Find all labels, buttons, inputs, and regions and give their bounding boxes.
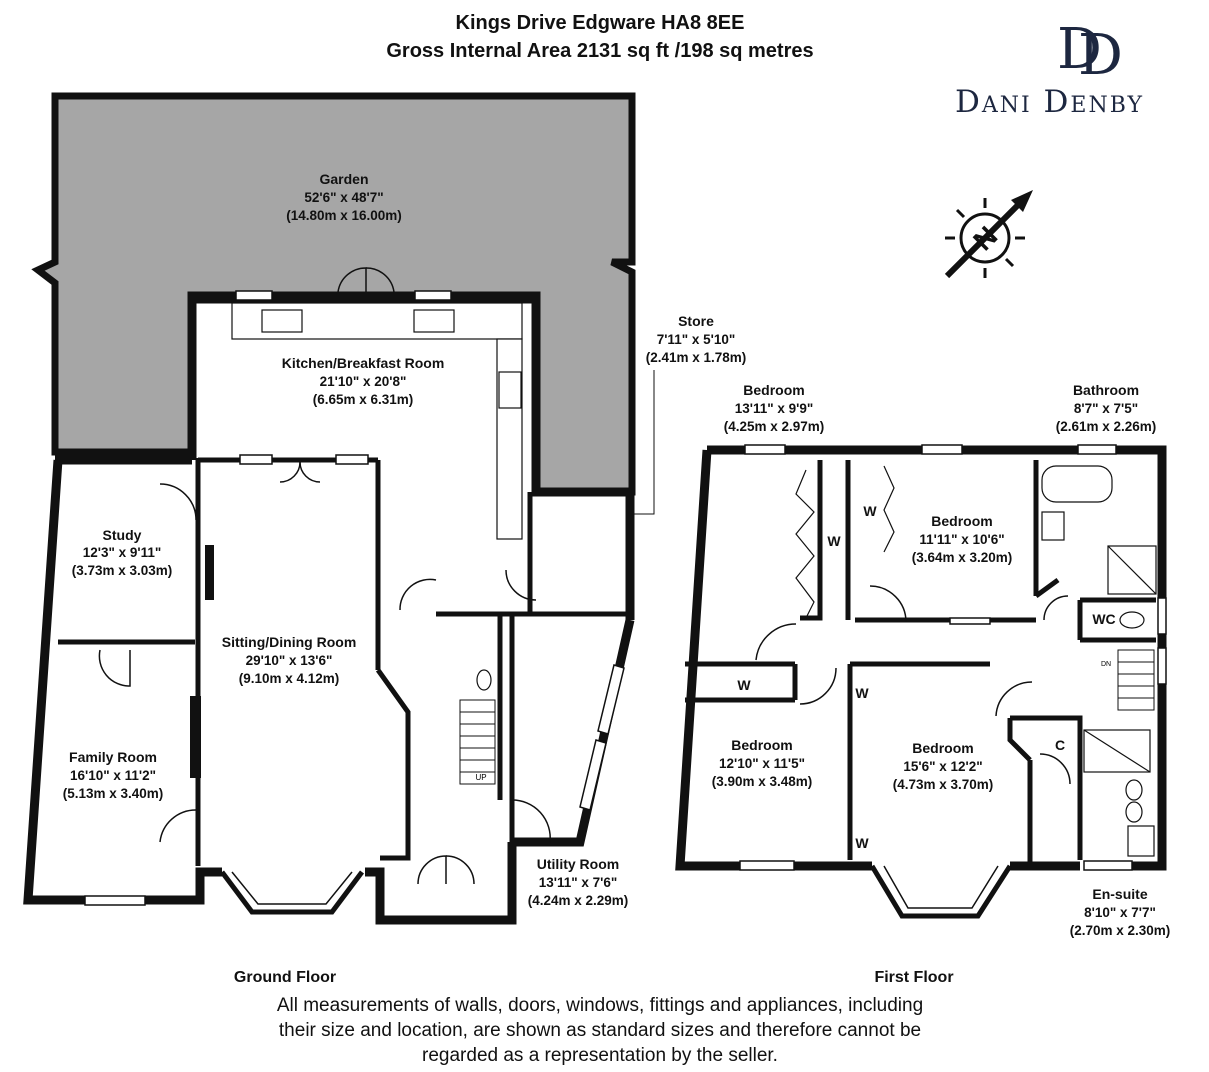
bedroom-4-label: Bedroom 15'6" x 12'2" (4.73m x 3.70m) — [893, 740, 994, 792]
family-room-label: Family Room 16'10" x 11'2" (5.13m x 3.40… — [63, 749, 164, 801]
svg-text:Bedroom: Bedroom — [931, 513, 992, 529]
svg-text:(5.13m x 3.40m): (5.13m x 3.40m) — [63, 786, 164, 801]
svg-text:Study: Study — [103, 527, 142, 543]
compass-rose: N — [944, 190, 1033, 279]
study-label: Study 12'3" x 9'11" (3.73m x 3.03m) — [72, 527, 173, 578]
first-floor-stairs — [1117, 649, 1155, 711]
logo-monogram-first: D — [1057, 17, 1102, 82]
svg-text:(14.80m x 16.00m): (14.80m x 16.00m) — [286, 208, 402, 223]
disclaimer-line-2: their size and location, are shown as st… — [278, 1020, 922, 1041]
brand-logo: D D — [1057, 17, 1123, 88]
svg-text:Sitting/Dining Room: Sitting/Dining Room — [222, 634, 357, 650]
kitchen-label: Kitchen/Breakfast Room 21'10" x 20'8" (6… — [282, 355, 445, 407]
wardrobe-tag-bed3: W — [737, 677, 751, 693]
logo-monogram-second: D — [1078, 23, 1123, 88]
first-floor-label: First Floor — [874, 969, 953, 986]
svg-text:52'6" x 48'7": 52'6" x 48'7" — [304, 190, 383, 205]
first-bay-window-inner — [883, 865, 999, 909]
brand-name: Dani Denby — [955, 84, 1145, 120]
ground-bay-window — [220, 870, 364, 915]
svg-text:(6.65m x 6.31m): (6.65m x 6.31m) — [313, 392, 414, 407]
disclaimer: All measurements of walls, doors, window… — [200, 993, 1000, 1068]
svg-text:13'11" x 7'6": 13'11" x 7'6" — [539, 875, 618, 890]
svg-text:12'3" x 9'11": 12'3" x 9'11" — [83, 545, 162, 560]
svg-text:16'10" x 11'2": 16'10" x 11'2" — [70, 768, 156, 783]
svg-text:Bedroom: Bedroom — [743, 382, 804, 398]
wardrobe-tag-bed4-lower: W — [855, 835, 869, 851]
store-leader-line — [626, 370, 655, 515]
svg-text:Garden: Garden — [319, 171, 368, 187]
svg-text:(2.70m x 2.30m): (2.70m x 2.30m) — [1070, 923, 1171, 938]
sitting-dining-label: Sitting/Dining Room 29'10" x 13'6" (9.10… — [222, 634, 357, 686]
svg-text:8'10" x 7'7": 8'10" x 7'7" — [1084, 905, 1156, 920]
ground-floor-windows — [84, 290, 452, 906]
stairs-down-label: DN — [1101, 661, 1111, 668]
garden-label: Garden 52'6" x 48'7" (14.80m x 16.00m) — [286, 171, 402, 223]
svg-text:(2.41m x 1.78m): (2.41m x 1.78m) — [646, 350, 747, 365]
north-arrowhead-icon — [1011, 190, 1033, 212]
svg-text:(4.24m x 2.29m): (4.24m x 2.29m) — [528, 893, 629, 908]
wc-tag: WC — [1092, 611, 1115, 627]
ground-wc-icon — [476, 669, 492, 691]
svg-text:(3.64m x 3.20m): (3.64m x 3.20m) — [912, 550, 1013, 565]
ground-floor-label: Ground Floor — [234, 969, 336, 986]
ground-bay-window-inner — [231, 871, 353, 905]
bathroom-fittings — [1041, 465, 1157, 857]
wardrobe-tag-bed4-upper: W — [855, 685, 869, 701]
first-floor-doors — [755, 585, 1071, 785]
ground-stairs — [459, 699, 496, 785]
first-floor-windows — [739, 444, 1167, 871]
kitchen-units — [231, 302, 523, 540]
svg-text:Bedroom: Bedroom — [731, 737, 792, 753]
svg-text:Utility Room: Utility Room — [537, 856, 619, 872]
store-label: Store 7'11" x 5'10" (2.41m x 1.78m) — [646, 313, 747, 365]
wardrobe-tag-bed2: W — [863, 503, 877, 519]
ensuite-label: En-suite 8'10" x 7'7" (2.70m x 2.30m) — [1070, 886, 1171, 938]
svg-text:29'10" x 13'6": 29'10" x 13'6" — [246, 653, 333, 668]
svg-text:(4.25m x 2.97m): (4.25m x 2.97m) — [724, 419, 825, 434]
utility-room-label: Utility Room 13'11" x 7'6" (4.24m x 2.29… — [528, 856, 629, 908]
cupboard-tag: C — [1055, 737, 1065, 753]
svg-text:Bathroom: Bathroom — [1073, 382, 1139, 398]
first-bay-window — [869, 864, 1013, 919]
wardrobe-doors — [795, 465, 895, 619]
fireplaces — [190, 545, 214, 778]
bedroom-1-label: Bedroom 13'11" x 9'9" (4.25m x 2.97m) — [724, 382, 825, 434]
svg-text:Bedroom: Bedroom — [912, 740, 973, 756]
first-floor-interior-walls — [685, 460, 1156, 866]
svg-text:(4.73m x 3.70m): (4.73m x 3.70m) — [893, 777, 994, 792]
svg-text:Kitchen/Breakfast Room: Kitchen/Breakfast Room — [282, 355, 445, 371]
svg-text:12'10" x 11'5": 12'10" x 11'5" — [719, 756, 805, 771]
svg-text:(3.90m x 3.48m): (3.90m x 3.48m) — [712, 774, 813, 789]
wardrobe-tag-bed1: W — [827, 533, 841, 549]
svg-text:8'7" x 7'5": 8'7" x 7'5" — [1074, 401, 1138, 416]
utility-windows — [579, 664, 625, 811]
bedroom-2-label: Bedroom 11'11" x 10'6" (3.64m x 3.20m) — [912, 513, 1013, 565]
property-address: Kings Drive Edgware HA8 8EE — [455, 12, 745, 34]
svg-text:7'11" x 5'10": 7'11" x 5'10" — [657, 332, 736, 347]
svg-text:Store: Store — [678, 313, 714, 329]
garden-french-doors — [337, 267, 395, 293]
north-arrow-icon — [944, 199, 1024, 279]
bedroom-3-label: Bedroom 12'10" x 11'5" (3.90m x 3.48m) — [712, 737, 813, 789]
svg-text:(3.73m x 3.03m): (3.73m x 3.03m) — [72, 563, 173, 578]
svg-text:15'6" x 12'2": 15'6" x 12'2" — [903, 759, 982, 774]
svg-text:13'11" x 9'9": 13'11" x 9'9" — [735, 401, 814, 416]
svg-text:(2.61m x 2.26m): (2.61m x 2.26m) — [1056, 419, 1157, 434]
disclaimer-line-3: regarded as a representation by the sell… — [422, 1045, 778, 1066]
ground-floor-doors — [98, 461, 551, 885]
stairs-up-label: UP — [475, 773, 486, 782]
disclaimer-line-1: All measurements of walls, doors, window… — [276, 995, 924, 1016]
svg-text:(9.10m x 4.12m): (9.10m x 4.12m) — [239, 671, 340, 686]
first-floor-walls — [675, 445, 1167, 871]
svg-text:11'11" x 10'6": 11'11" x 10'6" — [919, 532, 1004, 547]
bathroom-label: Bathroom 8'7" x 7'5" (2.61m x 2.26m) — [1056, 382, 1157, 434]
svg-text:Family Room: Family Room — [69, 749, 157, 765]
gross-internal-area: Gross Internal Area 2131 sq ft /198 sq m… — [386, 40, 814, 62]
svg-text:21'10" x 20'8": 21'10" x 20'8" — [320, 374, 407, 389]
ground-floor-interior-walls — [58, 457, 630, 866]
svg-text:En-suite: En-suite — [1092, 886, 1147, 902]
